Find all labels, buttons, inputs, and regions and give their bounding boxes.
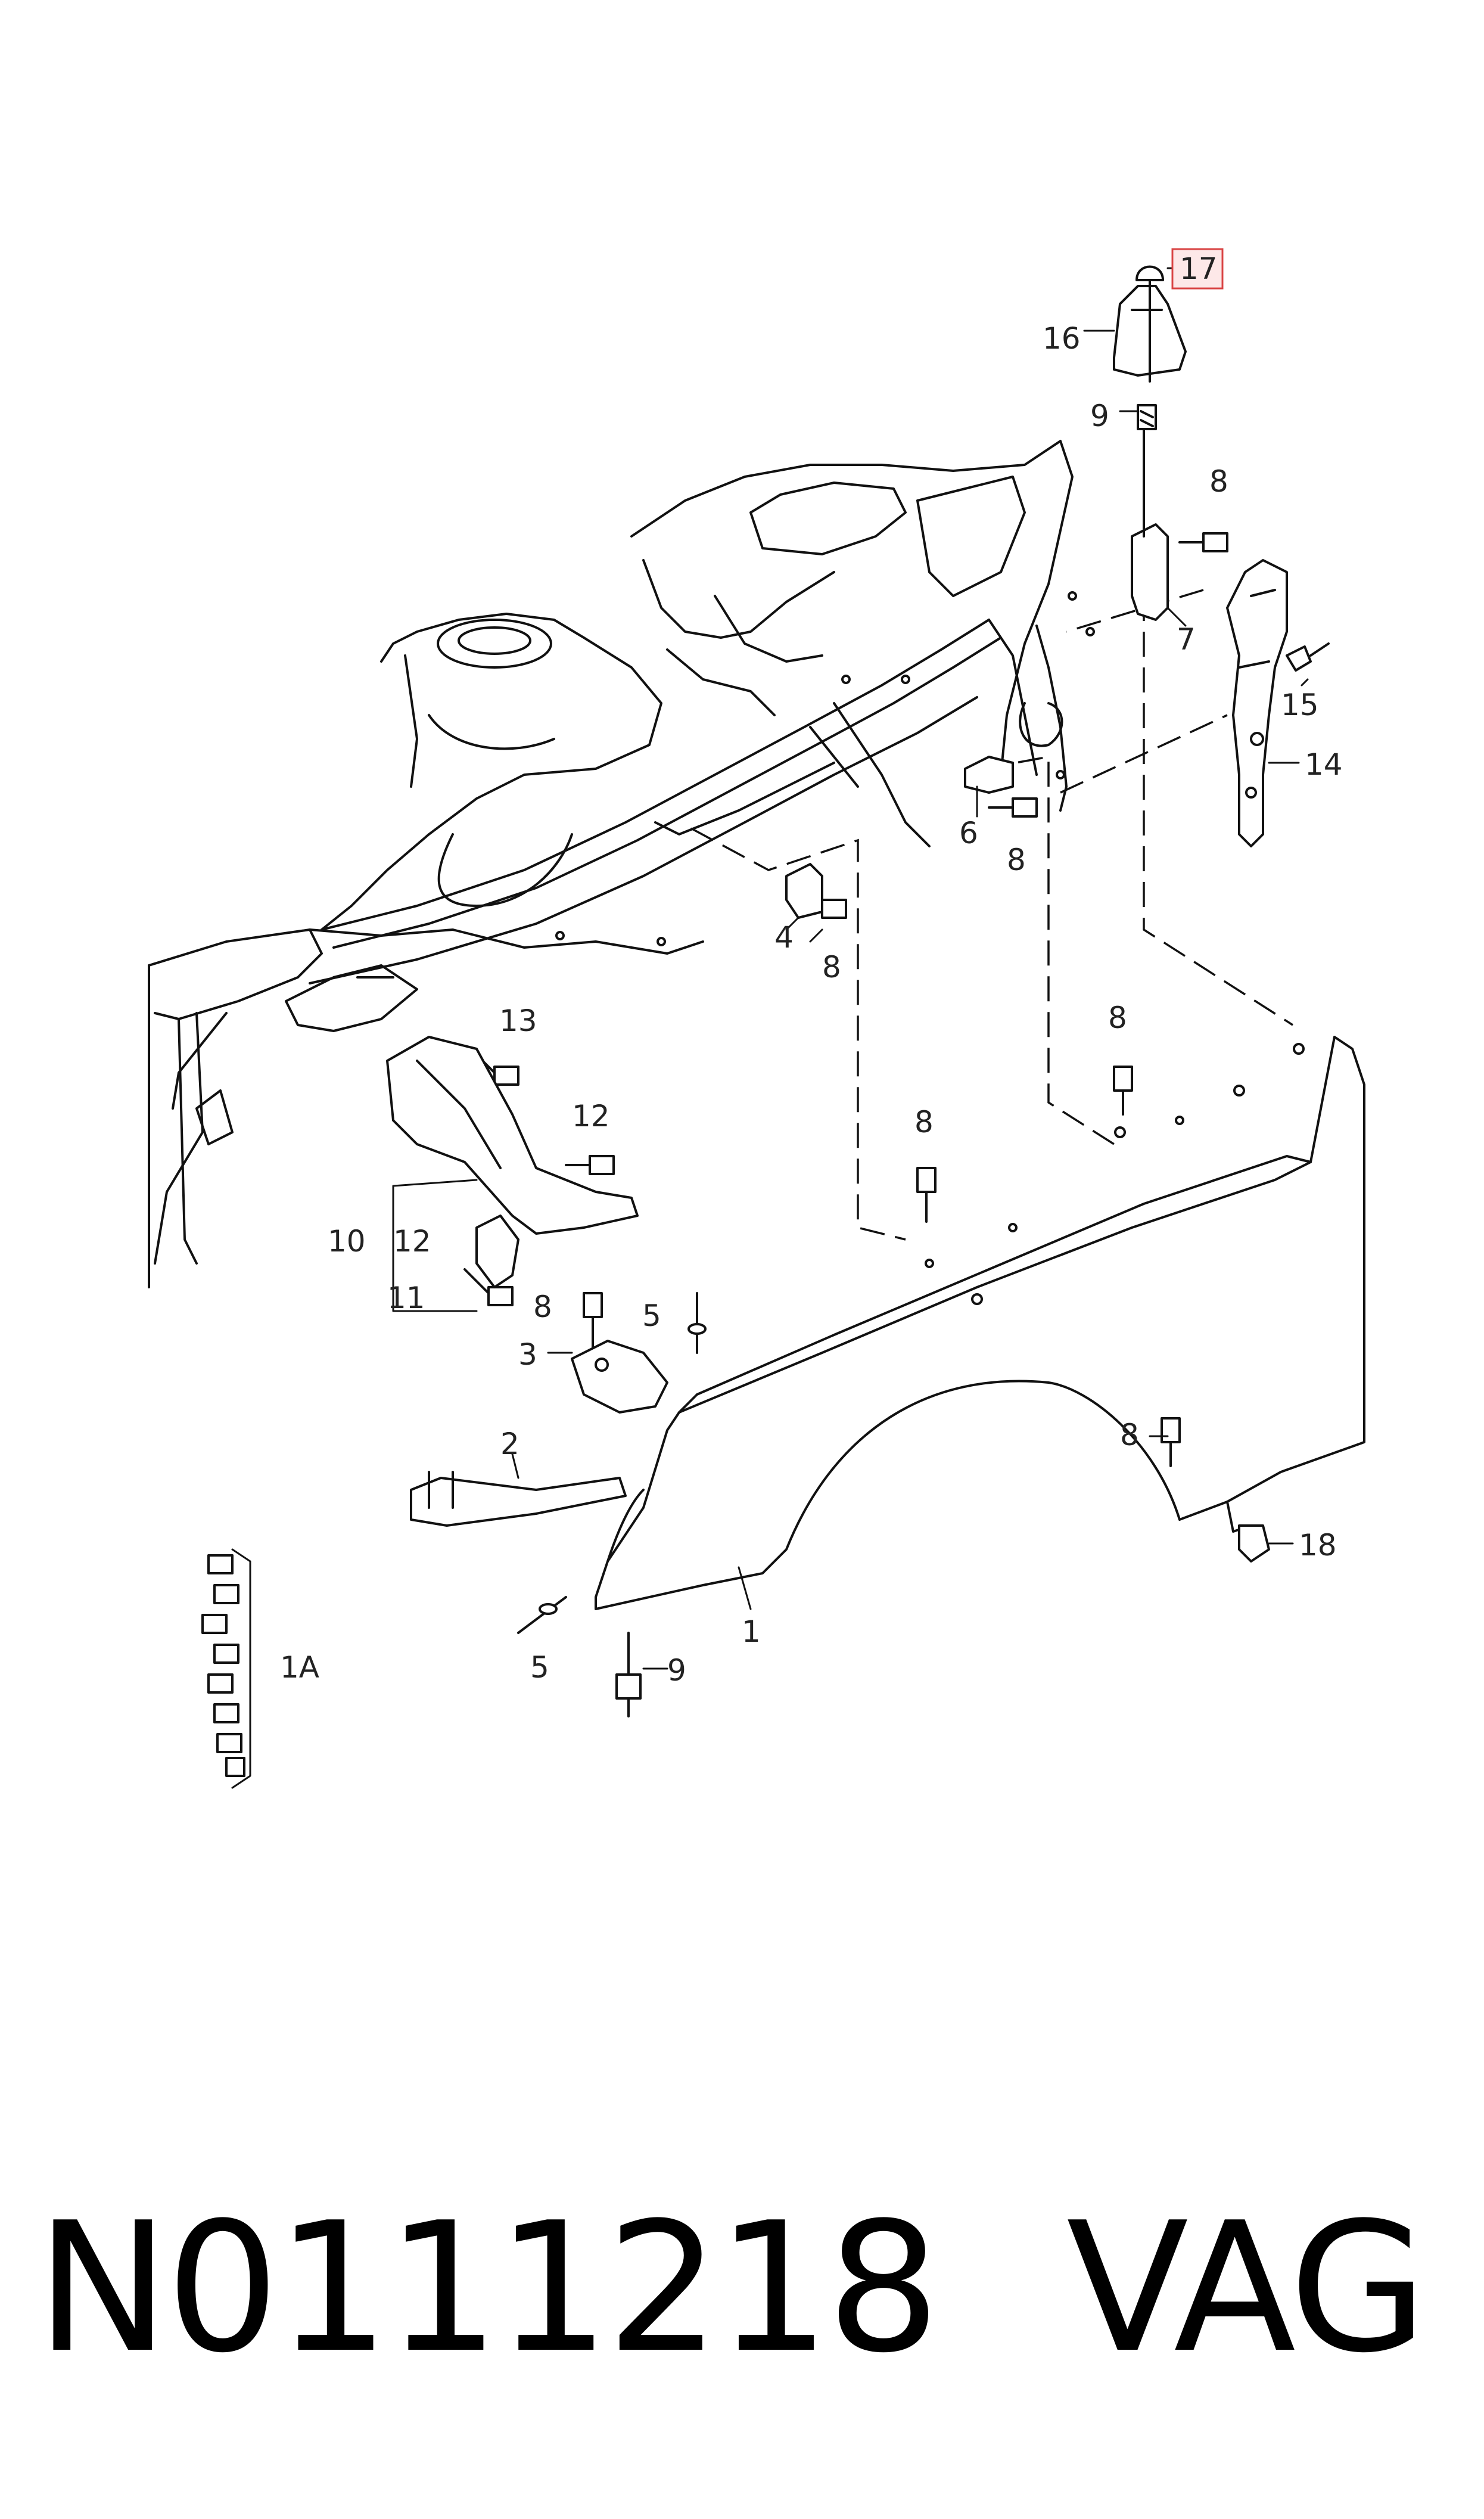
bracket-6 — [964, 756, 1014, 794]
callout-labels: 17 16 9 8 7 15 14 6 8 4 8 13 8 12 8 10 1… — [280, 248, 1343, 1688]
fastener-set-1a — [201, 1554, 245, 1777]
bolt-9-top — [1137, 404, 1157, 430]
highlight-box-17 — [1171, 248, 1224, 290]
bolt-8-d — [1113, 1066, 1133, 1116]
label-5-b: 5 — [530, 1650, 549, 1685]
label-8-b: 8 — [1007, 843, 1026, 877]
label-13: 13 — [499, 1004, 537, 1038]
label-1a: 1A — [280, 1650, 319, 1685]
label-6: 6 — [959, 816, 978, 850]
label-8-e: 8 — [914, 1105, 934, 1139]
body-structure — [148, 440, 1095, 1288]
rubber-mount-16 — [1113, 279, 1187, 383]
bracket-3 — [571, 1340, 668, 1414]
clip-18 — [1238, 1524, 1270, 1563]
label-3: 3 — [518, 1337, 537, 1372]
label-10: 10 — [328, 1224, 366, 1259]
alignment-lines — [690, 417, 1293, 1241]
clip-15 — [1286, 642, 1330, 672]
bolt-8-f — [583, 1292, 603, 1348]
cap-nut-17 — [1135, 265, 1164, 281]
label-8-c: 8 — [822, 950, 841, 984]
label-16: 16 — [1043, 321, 1081, 356]
rear-bracket-14 — [1226, 559, 1288, 847]
bolt-9-bottom — [615, 1632, 642, 1717]
brand-name: VAG — [1066, 2184, 1427, 2392]
rivet-5-a — [687, 1292, 707, 1354]
bolt-8-a — [1178, 532, 1228, 552]
label-2: 2 — [500, 1427, 519, 1461]
rivet-5-b — [517, 1596, 567, 1634]
bolt-12 — [565, 1155, 615, 1175]
label-12-b: 12 — [393, 1224, 431, 1259]
label-5-a: 5 — [642, 1299, 661, 1333]
label-9-bottom: 9 — [667, 1653, 686, 1688]
bracket-4 — [785, 863, 823, 919]
bolt-13 — [469, 1048, 519, 1086]
label-8-f: 8 — [533, 1290, 552, 1324]
bracket-2 — [410, 1471, 627, 1527]
part-number: N0111218 — [36, 2184, 940, 2392]
label-8-d: 8 — [1108, 1001, 1127, 1035]
label-7: 7 — [1177, 622, 1196, 657]
front-fender — [595, 1036, 1365, 1610]
label-9-top: 9 — [1090, 399, 1109, 433]
hinge-bracket — [386, 1036, 639, 1288]
label-1: 1 — [742, 1614, 761, 1649]
label-11: 11 — [387, 1281, 425, 1315]
label-17: 17 — [1180, 251, 1218, 286]
bolt-11 — [463, 1268, 514, 1306]
bracket-7 — [1131, 416, 1169, 621]
bolt-8-g — [1161, 1417, 1181, 1467]
bolt-8-b — [988, 797, 1038, 818]
label-14: 14 — [1305, 747, 1343, 782]
leader-lines — [231, 267, 1309, 1789]
bolt-8-e — [916, 1167, 937, 1223]
label-8-a: 8 — [1209, 464, 1228, 499]
label-4: 4 — [774, 920, 794, 955]
label-15: 15 — [1281, 688, 1319, 722]
label-12-a: 12 — [572, 1099, 610, 1133]
label-18: 18 — [1299, 1528, 1337, 1563]
label-8-g: 8 — [1120, 1418, 1139, 1452]
